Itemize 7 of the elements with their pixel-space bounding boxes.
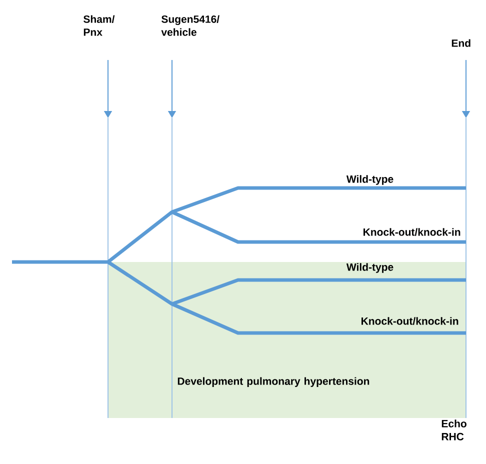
branch-label: Knock-out/knock-in — [364, 228, 460, 236]
branch-label: Wild-type — [346, 263, 394, 273]
stage-label: Sugen5416/ vehicle — [161, 15, 220, 36]
branch-label: Knock-out/knock-in — [362, 317, 458, 325]
branch-label: Wild-type — [346, 175, 394, 185]
stage-label: End — [452, 39, 470, 47]
stage-label: Sham/ Pnx — [84, 15, 115, 36]
